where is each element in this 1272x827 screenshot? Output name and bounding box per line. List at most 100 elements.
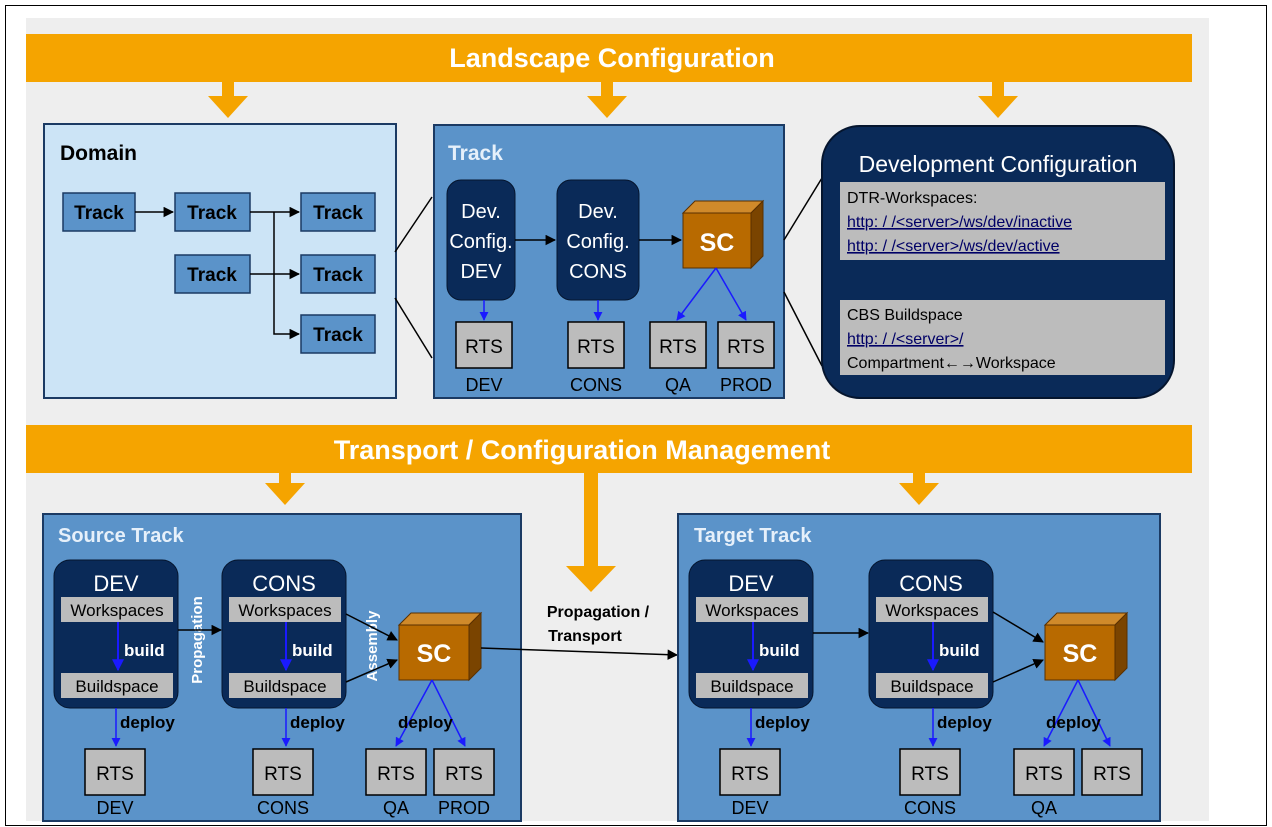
target-dev-title: DEV <box>728 571 774 596</box>
track-rts-dev <box>455 321 513 369</box>
track-sc-label: SC <box>700 229 735 257</box>
domain-connectors <box>135 206 301 340</box>
track-rts-cons-label: RTS <box>577 337 615 358</box>
target-dev-buildspace-label: Buildspace <box>710 677 793 696</box>
track-rts-dev-label: RTS <box>465 337 503 358</box>
source-cons-buildspace <box>229 673 341 698</box>
source-dev-deploy-label: deploy <box>120 713 175 732</box>
dtr-workspaces-title: DTR-Workspaces: <box>847 190 977 207</box>
target-cons-workspaces-label: Workspaces <box>885 601 978 620</box>
dev-config-cons-line1: Dev. <box>578 201 618 223</box>
track-caption-cons: CONS <box>570 375 622 395</box>
track-dev-config-dev: Dev. Config. DEV <box>446 179 516 301</box>
target-dev-buildspace <box>696 673 808 698</box>
source-assembly-label: Assembly <box>364 610 381 682</box>
target-rts-prod <box>1081 748 1143 796</box>
source-cons-deploy-label: deploy <box>290 713 345 732</box>
dtr-inactive-link[interactable]: http: / /<server>/ws/dev/inactive <box>847 214 1072 231</box>
development-configuration-title: Development Configuration <box>859 151 1138 177</box>
arrow-to-domain-shaft <box>222 82 234 96</box>
target-rts-prod-label: RTS <box>1093 764 1131 785</box>
source-caption-qa: QA <box>383 798 409 818</box>
domain-track-6 <box>300 314 376 354</box>
target-deploy-arrows <box>746 679 1111 747</box>
track-blue-arrows <box>479 267 747 321</box>
source-cons-workspaces-label: Workspaces <box>238 601 331 620</box>
source-rts-prod <box>433 748 495 796</box>
target-cons-title: CONS <box>899 571 963 596</box>
target-cons-build-label: build <box>939 641 980 660</box>
target-cons-deploy-label: deploy <box>937 713 992 732</box>
domain-track-5-label: Track <box>313 265 363 286</box>
source-sc-deploy-label: deploy <box>398 713 453 732</box>
domain-track-1-label: Track <box>74 203 124 224</box>
track-rts-cons <box>567 321 625 369</box>
banner-down-arrows <box>208 82 1018 118</box>
arrow-to-devconfig-shaft <box>992 82 1004 96</box>
landscape-configuration-banner <box>26 34 1192 82</box>
source-rts-prod-label: RTS <box>445 764 483 785</box>
cbs-buildspace-link[interactable]: http: / /<server>/ <box>847 331 964 348</box>
dev-config-cons-line3: CONS <box>569 261 627 283</box>
landscape-configuration-title: Landscape Configuration <box>449 43 775 73</box>
arrow-to-devconfig-head <box>978 96 1018 118</box>
arrow-to-track-head <box>587 96 627 118</box>
target-caption-qa: QA <box>1031 798 1057 818</box>
arrow-to-source-shaft <box>279 473 291 483</box>
track-caption-prod: PROD <box>720 375 772 395</box>
track-rts-captions: DEV CONS QA PROD <box>465 375 772 395</box>
source-caption-cons: CONS <box>257 798 309 818</box>
source-rts-cons <box>252 748 314 796</box>
target-cons-workspaces <box>876 597 988 622</box>
target-dev-build-label: build <box>759 641 800 660</box>
track-caption-dev: DEV <box>465 375 502 395</box>
arrow-to-target-shaft <box>913 473 925 483</box>
source-rts-dev <box>84 748 146 796</box>
track-sc-cube: SC <box>681 199 765 270</box>
cbs-buildspace-title: CBS Buildspace <box>847 307 963 324</box>
source-rts-dev-label: RTS <box>96 764 134 785</box>
target-rts-cons <box>899 748 961 796</box>
track-rts-qa-label: RTS <box>659 337 697 358</box>
dtr-active-link[interactable]: http: / /<server>/ws/dev/active <box>847 238 1060 255</box>
arrow-to-source-head <box>265 483 305 505</box>
domain-track-6-label: Track <box>313 325 363 346</box>
source-sc-cube: SC <box>397 611 483 682</box>
target-sc-label: SC <box>1063 640 1098 668</box>
domain-tracks: Track Track Track Track Track Track <box>62 192 376 354</box>
source-dev-config: DEV Workspaces build Buildspace <box>53 559 179 709</box>
source-deploy-arrows <box>111 679 466 747</box>
target-cons-buildspace <box>876 673 988 698</box>
track-rts-qa <box>649 321 707 369</box>
transport-banner-title: Transport / Configuration Management <box>334 435 831 465</box>
domain-track-4 <box>174 254 251 294</box>
dev-config-dev-line3: DEV <box>460 261 502 283</box>
target-cons-to-sc-arrows <box>992 611 1044 683</box>
arrow-to-track-shaft <box>601 82 613 96</box>
source-cons-title: CONS <box>252 571 316 596</box>
target-caption-cons: CONS <box>904 798 956 818</box>
zoom-lines-domain-track <box>394 196 433 359</box>
source-rts-cons-label: RTS <box>264 764 302 785</box>
target-cons-buildspace-label: Buildspace <box>890 677 973 696</box>
domain-title: Domain <box>60 142 137 165</box>
source-sc-label: SC <box>417 640 452 668</box>
target-rts-qa <box>1013 748 1075 796</box>
source-dev-buildspace <box>61 673 173 698</box>
target-rts-dev-label: RTS <box>731 764 769 785</box>
target-rts-captions: DEV CONS QA <box>731 798 1057 818</box>
dtr-workspaces-panel <box>840 182 1165 260</box>
track-title: Track <box>448 142 503 165</box>
domain-track-2 <box>174 192 251 232</box>
track-rts-prod <box>717 321 775 369</box>
domain-track-5 <box>300 254 376 294</box>
target-cons-config: CONS Workspaces build Buildspace <box>868 559 994 709</box>
target-caption-dev: DEV <box>731 798 768 818</box>
target-rts-cons-label: RTS <box>911 764 949 785</box>
track-caption-qa: QA <box>665 375 691 395</box>
arrow-to-target-head <box>899 483 939 505</box>
target-deploy-labels: deploy deploy deploy <box>755 713 1101 732</box>
target-track-title: Target Track <box>694 525 812 547</box>
dev-config-dev-line2: Config. <box>449 231 512 253</box>
